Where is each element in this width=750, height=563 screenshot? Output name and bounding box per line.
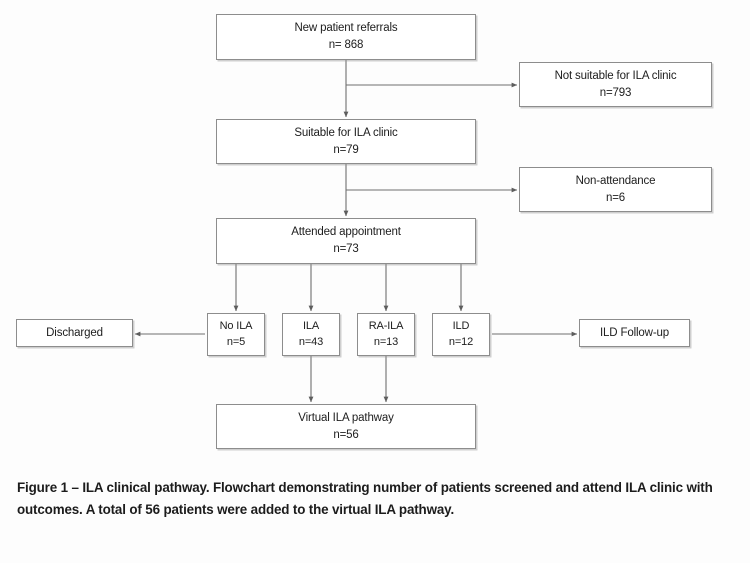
node-not-suitable-for-ila-clinic: Not suitable for ILA clinic n=793 — [519, 62, 712, 107]
node-count: n=13 — [373, 335, 399, 348]
node-label: ILA — [302, 319, 320, 332]
node-label: New patient referrals — [294, 22, 398, 35]
node-count: n=12 — [448, 335, 474, 348]
node-count: n=6 — [605, 191, 626, 204]
node-ra-ila: RA-ILA n=13 — [357, 313, 415, 356]
node-count: n= 868 — [328, 39, 364, 51]
node-label: ILD Follow-up — [600, 326, 669, 339]
flowchart-connectors — [134, 60, 578, 403]
node-label: Not suitable for ILA clinic — [554, 69, 677, 82]
node-label: RA-ILA — [368, 319, 404, 332]
node-count: n=5 — [226, 335, 246, 348]
node-discharged: Discharged — [16, 319, 133, 347]
node-count: n=79 — [333, 143, 359, 156]
node-suitable-for-ila-clinic: Suitable for ILA clinic n=79 — [216, 119, 476, 164]
node-label: Attended appointment — [291, 226, 401, 239]
node-ild: ILD n=12 — [432, 313, 490, 356]
node-no-ila: No ILA n=5 — [207, 313, 265, 356]
node-virtual-ila-pathway: Virtual ILA pathway n=56 — [216, 404, 476, 449]
node-ild-follow-up: ILD Follow-up — [579, 319, 690, 347]
node-ila: ILA n=43 — [282, 313, 340, 356]
figure-caption: Figure 1 – ILA clinical pathway. Flowcha… — [17, 480, 713, 517]
node-label: Discharged — [46, 326, 103, 339]
node-label: Suitable for ILA clinic — [294, 126, 398, 139]
node-label: ILD — [452, 319, 470, 332]
node-count: n=793 — [599, 86, 632, 99]
node-attended-appointment: Attended appointment n=73 — [216, 218, 476, 264]
node-label: Non-attendance — [575, 174, 656, 187]
node-count: n=56 — [333, 428, 359, 441]
node-new-patient-referrals: New patient referrals n= 868 — [216, 14, 476, 60]
node-count: n=73 — [333, 243, 359, 255]
node-label: Virtual ILA pathway — [298, 411, 394, 424]
node-non-attendance: Non-attendance n=6 — [519, 167, 712, 212]
node-count: n=43 — [298, 335, 324, 348]
node-label: No ILA — [219, 319, 253, 332]
